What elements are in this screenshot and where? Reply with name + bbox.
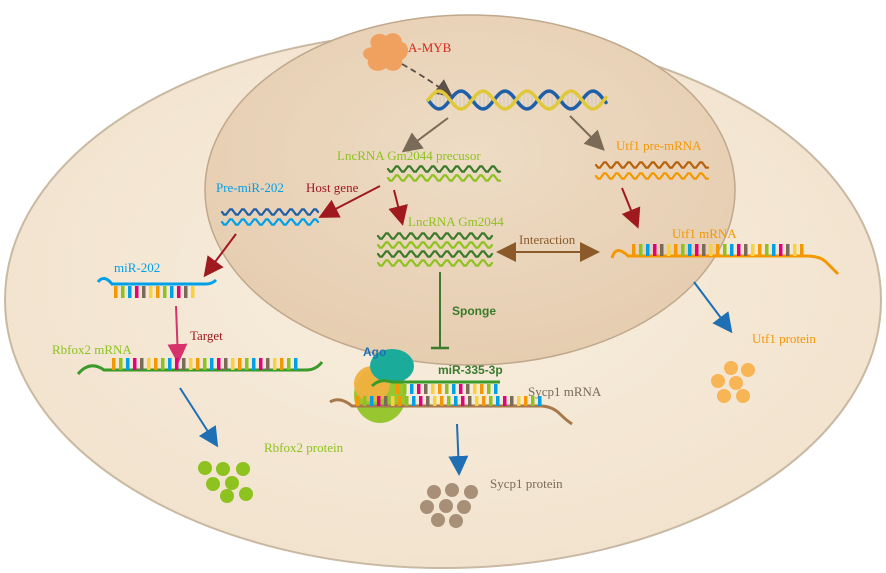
utf1-mrna (610, 244, 840, 276)
dna-to-lnc-arrow (401, 117, 449, 153)
lnc-gm2044-label: LncRNA Gm2044 (408, 214, 504, 229)
rbfox2-mrna (76, 358, 324, 376)
sycp1-protein-label: Sycp1 protein (490, 476, 563, 491)
lnc-precursor-strands (386, 165, 502, 182)
sycp1-mrna (329, 396, 573, 426)
mir-202-strand (96, 277, 218, 298)
sycp1-protein-dots (420, 483, 478, 528)
utf1-protein-dots (711, 361, 755, 403)
lnc-precursor-label: LncRNA Gm2044 precusor (337, 148, 481, 163)
lnc-gm2044-strands (376, 232, 494, 267)
interaction-label: Interaction (519, 232, 576, 247)
pre-mir-to-mir-arrow (203, 233, 237, 278)
utf1-pre-mrna-strands (594, 161, 710, 180)
utf1-processing-arrow (621, 187, 641, 229)
sycp1-mrna-label: Sycp1 mRNA (528, 384, 602, 399)
pre-mir-202-label: Pre-miR-202 (216, 180, 284, 195)
utf1-mrna-label: Utf1 mRNA (672, 226, 737, 241)
a-myb-dashed-arrow (401, 63, 453, 98)
rbfox2-mrna-label: Rbfox2 mRNA (52, 342, 132, 357)
utf1-translation-arrow (693, 281, 733, 334)
target-label: Target (190, 328, 223, 343)
dna-helix (426, 89, 608, 111)
rbfox2-protein-dots (198, 461, 253, 503)
dna-to-utf1-arrow (569, 115, 605, 151)
pre-mir-202-strands (220, 208, 320, 226)
precursor-to-lnc-arrow (388, 189, 408, 226)
sycp1-translation-arrow (448, 423, 469, 476)
utf1-pre-mrna-label: Utf1 pre-mRNA (616, 138, 702, 153)
rbfox2-protein-label: Rbfox2 protein (264, 440, 344, 455)
target-arrow (167, 305, 188, 364)
mir-202-label: miR-202 (114, 260, 160, 275)
a-myb-label: A-MYB (408, 40, 452, 55)
host-gene-label: Host gene (306, 180, 359, 195)
rbfox2-translation-arrow (179, 387, 219, 448)
mir-335-label: miR-335-3p (438, 363, 503, 377)
a-myb-protein-icon (363, 33, 408, 71)
utf1-protein-label: Utf1 protein (752, 331, 816, 346)
sponge-label: Sponge (452, 304, 496, 318)
ago-label: Ago (363, 345, 386, 359)
host-gene-arrow-to-pre-mir (318, 185, 381, 218)
mir-335-strand (370, 379, 500, 394)
